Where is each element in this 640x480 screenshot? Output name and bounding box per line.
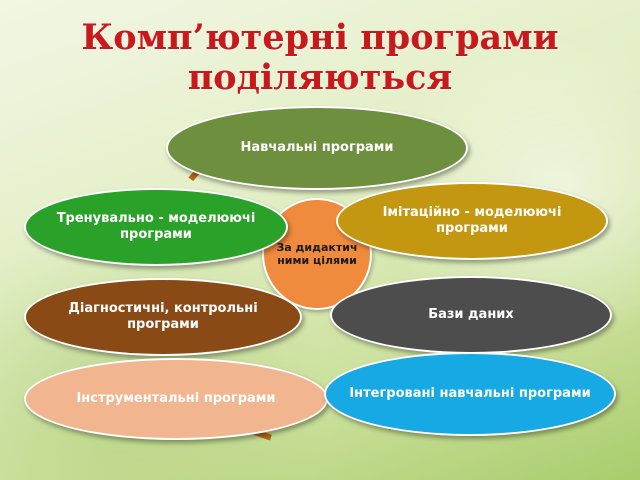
node-bazy: Бази даних <box>330 276 612 354</box>
node-label: Інструментальні програми <box>76 391 276 406</box>
node-label: Бази даних <box>428 307 514 322</box>
node-imitatsiyno: Імітаційно - моделюючі програми <box>336 182 608 260</box>
node-navchalni: Навчальні програми <box>166 106 468 190</box>
node-label: Імітаційно - моделюючі програми <box>382 205 562 236</box>
title-line-1: Комп’ютерні програми <box>81 17 559 58</box>
node-label: Діагностичні, контрольні програми <box>68 301 258 332</box>
node-diagnostychni: Діагностичні, контрольні програми <box>24 278 302 356</box>
node-intehrovani: Інтегровані навчальні програми <box>324 352 616 436</box>
node-label: Навчальні програми <box>240 140 394 155</box>
slide-title: Комп’ютерні програми поділяються <box>0 18 640 98</box>
node-label: Інтегровані навчальні програми <box>349 386 591 401</box>
node-label: Тренувально - моделюючі програми <box>56 211 256 242</box>
center-node: За дидактич ними цілями <box>262 198 372 310</box>
node-instrumentalni: Інструментальні програми <box>24 358 328 440</box>
node-trenuvalno: Тренувально - моделюючі програми <box>24 188 288 266</box>
center-label: За дидактич ними цілями <box>276 241 358 267</box>
title-line-2: поділяються <box>187 57 453 98</box>
